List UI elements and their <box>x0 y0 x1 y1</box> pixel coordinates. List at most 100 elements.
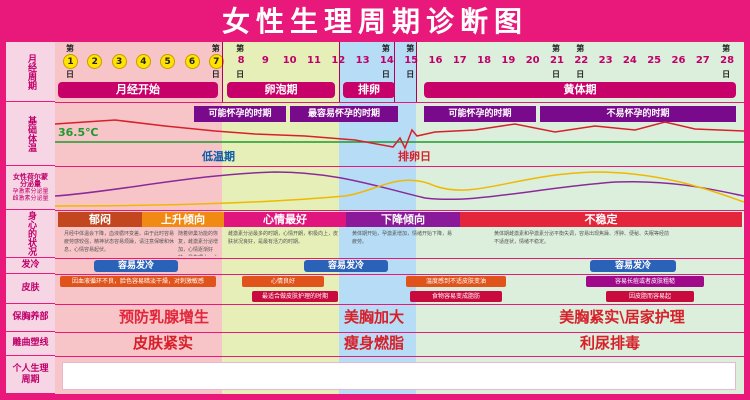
row-divider <box>55 210 744 211</box>
day-number: 23 <box>598 55 613 66</box>
phase-luteal: 黄体期 <box>424 82 736 98</box>
hormone-curve-a <box>55 171 744 201</box>
chart-panel: 月经周期 基础体温 女性荷尔蒙分泌量 孕激素分泌量 雌激素分泌量 身心的状况 发… <box>6 42 744 394</box>
phase-menstrual: 月经开始 <box>58 82 218 98</box>
hormone-curve-b <box>55 171 744 207</box>
hormone-b: 雌激素分泌量 <box>12 194 49 202</box>
mood-unstable: 不稳定 <box>460 212 742 227</box>
pregnancy-unlikely: 不易怀孕的时期 <box>540 106 736 122</box>
day-number: 15 <box>404 55 419 66</box>
cold-tag-3: 容易发冷 <box>590 260 676 272</box>
shape-text-2: 瘦身燃脂 <box>343 334 404 352</box>
day-number: 18 <box>477 55 492 66</box>
pregnancy-possible-2: 可能怀孕的时期 <box>424 106 536 122</box>
day-mark-bottom: 日 <box>552 70 560 79</box>
day-mark-top: 第 <box>66 44 74 53</box>
skin-tag-best-care: 最适合做皮肤护理的时期 <box>252 291 338 302</box>
mood-note-3: 雌激素分泌最多的时期，心情开朗，积极向上，皮肤状况良好，是最有活力的时期。 <box>228 231 339 245</box>
row-divider <box>55 304 744 305</box>
day-circle: 4 <box>135 54 151 69</box>
bbt-line <box>55 119 744 150</box>
row-divider <box>55 258 744 259</box>
phase-follicular: 卵泡期 <box>227 82 335 98</box>
hormone-a: 孕激素分泌量 <box>12 187 49 195</box>
shape-text-1: 皮肤紧实 <box>132 334 193 352</box>
mood-rising: 上升倾向 <box>142 212 224 227</box>
breast-text-3: 美胸紧实\居家护理 <box>559 308 685 326</box>
row-divider <box>55 102 744 103</box>
day-mark-top: 第 <box>576 44 585 53</box>
row-divider <box>55 274 744 275</box>
day-mark-bottom: 日 <box>236 70 245 79</box>
day-circle: 6 <box>184 54 200 69</box>
day-number: 14 <box>379 55 394 66</box>
day-number: 19 <box>501 55 516 66</box>
hormone-chart <box>55 171 744 207</box>
day-number: 10 <box>282 55 297 66</box>
row-label-mood: 身心的状况 <box>6 210 55 258</box>
row-label-hormone: 女性荷尔蒙分泌量 孕激素分泌量 雌激素分泌量 <box>6 166 55 210</box>
mood-note-2: 随着卵巢功能的恢复，雌激素分泌增加，心情逐渐好转，是生理上、心理上比较轻松的时期… <box>178 231 219 256</box>
bbt-value-label: 36.5℃ <box>58 126 99 139</box>
day-number: 20 <box>525 55 540 66</box>
phase-separator <box>416 42 417 102</box>
row-label-shape: 雕曲塑线 <box>6 332 55 356</box>
day-mark-top: 第 <box>236 44 245 53</box>
mood-depressed: 郁闷 <box>58 212 142 227</box>
day-number: 11 <box>307 55 321 66</box>
breast-text-1: 预防乳腺增生 <box>118 308 209 326</box>
low-temp-label: 低温期 <box>202 150 235 163</box>
day-number: 16 <box>428 55 443 66</box>
row-label-bbt: 基础体温 <box>6 102 55 166</box>
skin-tag-dull: 因血液循环不良，脸色容易暗淡干燥，对刺激敏感 <box>60 276 216 287</box>
page-title: 女性生理周期诊断图 <box>221 5 528 38</box>
pregnancy-most-likely: 最容易怀孕的时期 <box>290 106 398 122</box>
mood-note-5: 黄体期雌激素和孕激素分泌平衡失调，容易出现焦躁、浮肿、便秘、失眠等经前不适症状，… <box>494 231 670 245</box>
day-circle: 5 <box>160 54 176 69</box>
row-label-cold: 发冷 <box>6 258 55 274</box>
day-number: 22 <box>574 55 589 66</box>
row-label-personal: 个人生理周期 <box>6 356 55 394</box>
shape-text-3: 利尿排毒 <box>579 334 640 352</box>
pregnancy-possible-1: 可能怀孕的时期 <box>194 106 286 122</box>
skin-tag-good-mood: 心情良好 <box>242 276 324 287</box>
day-number: 26 <box>671 55 686 66</box>
day-number: 12 <box>329 55 347 66</box>
day-mark-bottom: 日 <box>406 70 415 79</box>
day-number: 17 <box>452 55 467 66</box>
phase-separator <box>222 42 223 102</box>
personal-record-box[interactable] <box>62 362 736 390</box>
phase-ovulation: 排卵 <box>343 82 395 98</box>
row-label-cycle: 月经周期 <box>6 42 55 102</box>
mood-falling: 下降倾向 <box>346 212 460 227</box>
phase-separator <box>394 42 395 102</box>
row-divider <box>55 356 744 357</box>
day-circle: 1 <box>63 54 78 69</box>
phase-separator <box>339 42 340 102</box>
mood-best: 心情最好 <box>224 212 346 227</box>
day-mark-bottom: 日 <box>381 70 390 79</box>
day-number: 9 <box>261 55 269 66</box>
day-mark-bottom: 日 <box>211 70 220 79</box>
skin-tag-acne: 容易长痘或者皮肤粗糙 <box>586 276 704 287</box>
day-number: 21 <box>550 55 564 66</box>
skin-tag-sebum: 因皮脂而容易起 <box>606 291 694 302</box>
cold-tag-1: 容易发冷 <box>94 260 178 272</box>
day-number: 8 <box>237 55 245 66</box>
day-number: 13 <box>355 55 370 66</box>
ovulation-day-label: 排卵日 <box>398 150 431 163</box>
day-number: 28 <box>720 55 735 66</box>
day-circle: 2 <box>87 54 103 69</box>
day-mark-top: 第 <box>722 44 731 53</box>
hormone-title: 女性荷尔蒙分泌量 <box>13 172 48 188</box>
skin-tag-fat: 食物容易变成脂肪 <box>410 291 502 302</box>
row-label-skin: 皮肤 <box>6 274 55 304</box>
day-mark-bottom: 日 <box>66 70 74 79</box>
day-mark-top: 第 <box>211 44 220 53</box>
day-mark-top: 第 <box>552 44 560 53</box>
mood-note-4: 黄体期开始，孕激素增加，情绪开始下降，易疲劳。 <box>352 231 453 245</box>
row-divider <box>55 332 744 333</box>
row-label-breast: 保胸养部 <box>6 304 55 332</box>
mood-note-1: 月经中体温会下降，血液循环变差。由于此时容易疲劳感较强，精神状态容易烦躁，请注意… <box>64 231 174 253</box>
